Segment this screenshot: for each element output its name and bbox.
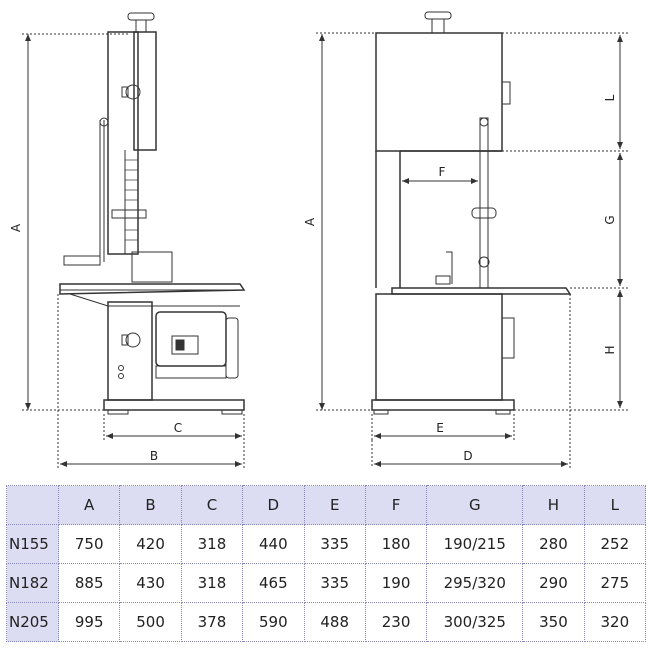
column-header: B bbox=[119, 485, 182, 525]
model-name: N155 bbox=[6, 524, 59, 564]
column-header: C bbox=[180, 485, 244, 525]
front-dim-a-label: A bbox=[303, 217, 317, 226]
table-cell: 252 bbox=[583, 524, 647, 564]
table-cell: 465 bbox=[242, 563, 305, 603]
side-view bbox=[22, 12, 246, 468]
table-cell: 275 bbox=[583, 563, 647, 603]
table-cell: 430 bbox=[119, 563, 182, 603]
front-dim-g-label: G bbox=[603, 215, 617, 224]
tension-knob-icon bbox=[127, 12, 155, 33]
table-corner-cell bbox=[6, 485, 59, 525]
table-cell: 440 bbox=[242, 524, 305, 564]
table-cell: 280 bbox=[522, 524, 585, 564]
front-dim-d-label: D bbox=[463, 449, 472, 463]
side-dim-a-label: A bbox=[9, 223, 23, 232]
table-cell: 500 bbox=[119, 602, 182, 642]
table-cell: 420 bbox=[119, 524, 182, 564]
table-cell: 335 bbox=[303, 524, 366, 564]
column-header: L bbox=[583, 485, 647, 525]
table-cell: 378 bbox=[180, 602, 244, 642]
table-cell: 180 bbox=[364, 524, 428, 564]
side-dim-c-label: C bbox=[174, 421, 182, 435]
model-name: N205 bbox=[6, 602, 59, 642]
front-dim-f-label: F bbox=[439, 165, 446, 179]
motor-icon bbox=[155, 311, 239, 379]
table-cell: 335 bbox=[303, 563, 366, 603]
table-cell: 995 bbox=[57, 602, 121, 642]
column-header: F bbox=[364, 485, 428, 525]
front-dim-e-label: E bbox=[436, 421, 444, 435]
table-cell: 320 bbox=[583, 602, 647, 642]
table-row: N205 995 500 378 590 488 230 300/325 350… bbox=[6, 602, 647, 642]
table-cell: 885 bbox=[57, 563, 121, 603]
front-dim-l-label: L bbox=[603, 94, 617, 101]
front-view bbox=[316, 11, 628, 468]
tension-knob-front-icon bbox=[424, 11, 452, 34]
table-cell: 590 bbox=[242, 602, 305, 642]
table-cell: 750 bbox=[57, 524, 121, 564]
table-cell: 290 bbox=[522, 563, 585, 603]
table-cell: 488 bbox=[303, 602, 366, 642]
front-dim-h-label: H bbox=[603, 345, 617, 354]
table-cell: 295/320 bbox=[426, 563, 524, 603]
technical-drawing: A C B A E D L G H F bbox=[9, 11, 628, 468]
table-cell: 318 bbox=[180, 524, 244, 564]
dimensions-table: A B C D E F G H L N155 750 420 318 440 3… bbox=[6, 485, 647, 642]
side-dim-b-label: B bbox=[150, 449, 158, 463]
table-row: N155 750 420 318 440 335 180 190/215 280… bbox=[6, 524, 647, 564]
column-header: G bbox=[426, 485, 524, 525]
table-cell: 230 bbox=[364, 602, 428, 642]
table-row: N182 885 430 318 465 335 190 295/320 290… bbox=[6, 563, 647, 603]
table-cell: 300/325 bbox=[426, 602, 524, 642]
column-header: H bbox=[522, 485, 585, 525]
column-header: A bbox=[57, 485, 121, 525]
column-header: E bbox=[303, 485, 366, 525]
lower-knob-icon bbox=[121, 332, 141, 348]
table-cell: 350 bbox=[522, 602, 585, 642]
table-cell: 318 bbox=[180, 563, 244, 603]
model-name: N182 bbox=[6, 563, 59, 603]
guide-knob-icon bbox=[121, 84, 141, 100]
table-cell: 190/215 bbox=[426, 524, 524, 564]
column-header: D bbox=[242, 485, 305, 525]
table-cell: 190 bbox=[364, 563, 428, 603]
table-header-row: A B C D E F G H L bbox=[6, 485, 647, 525]
